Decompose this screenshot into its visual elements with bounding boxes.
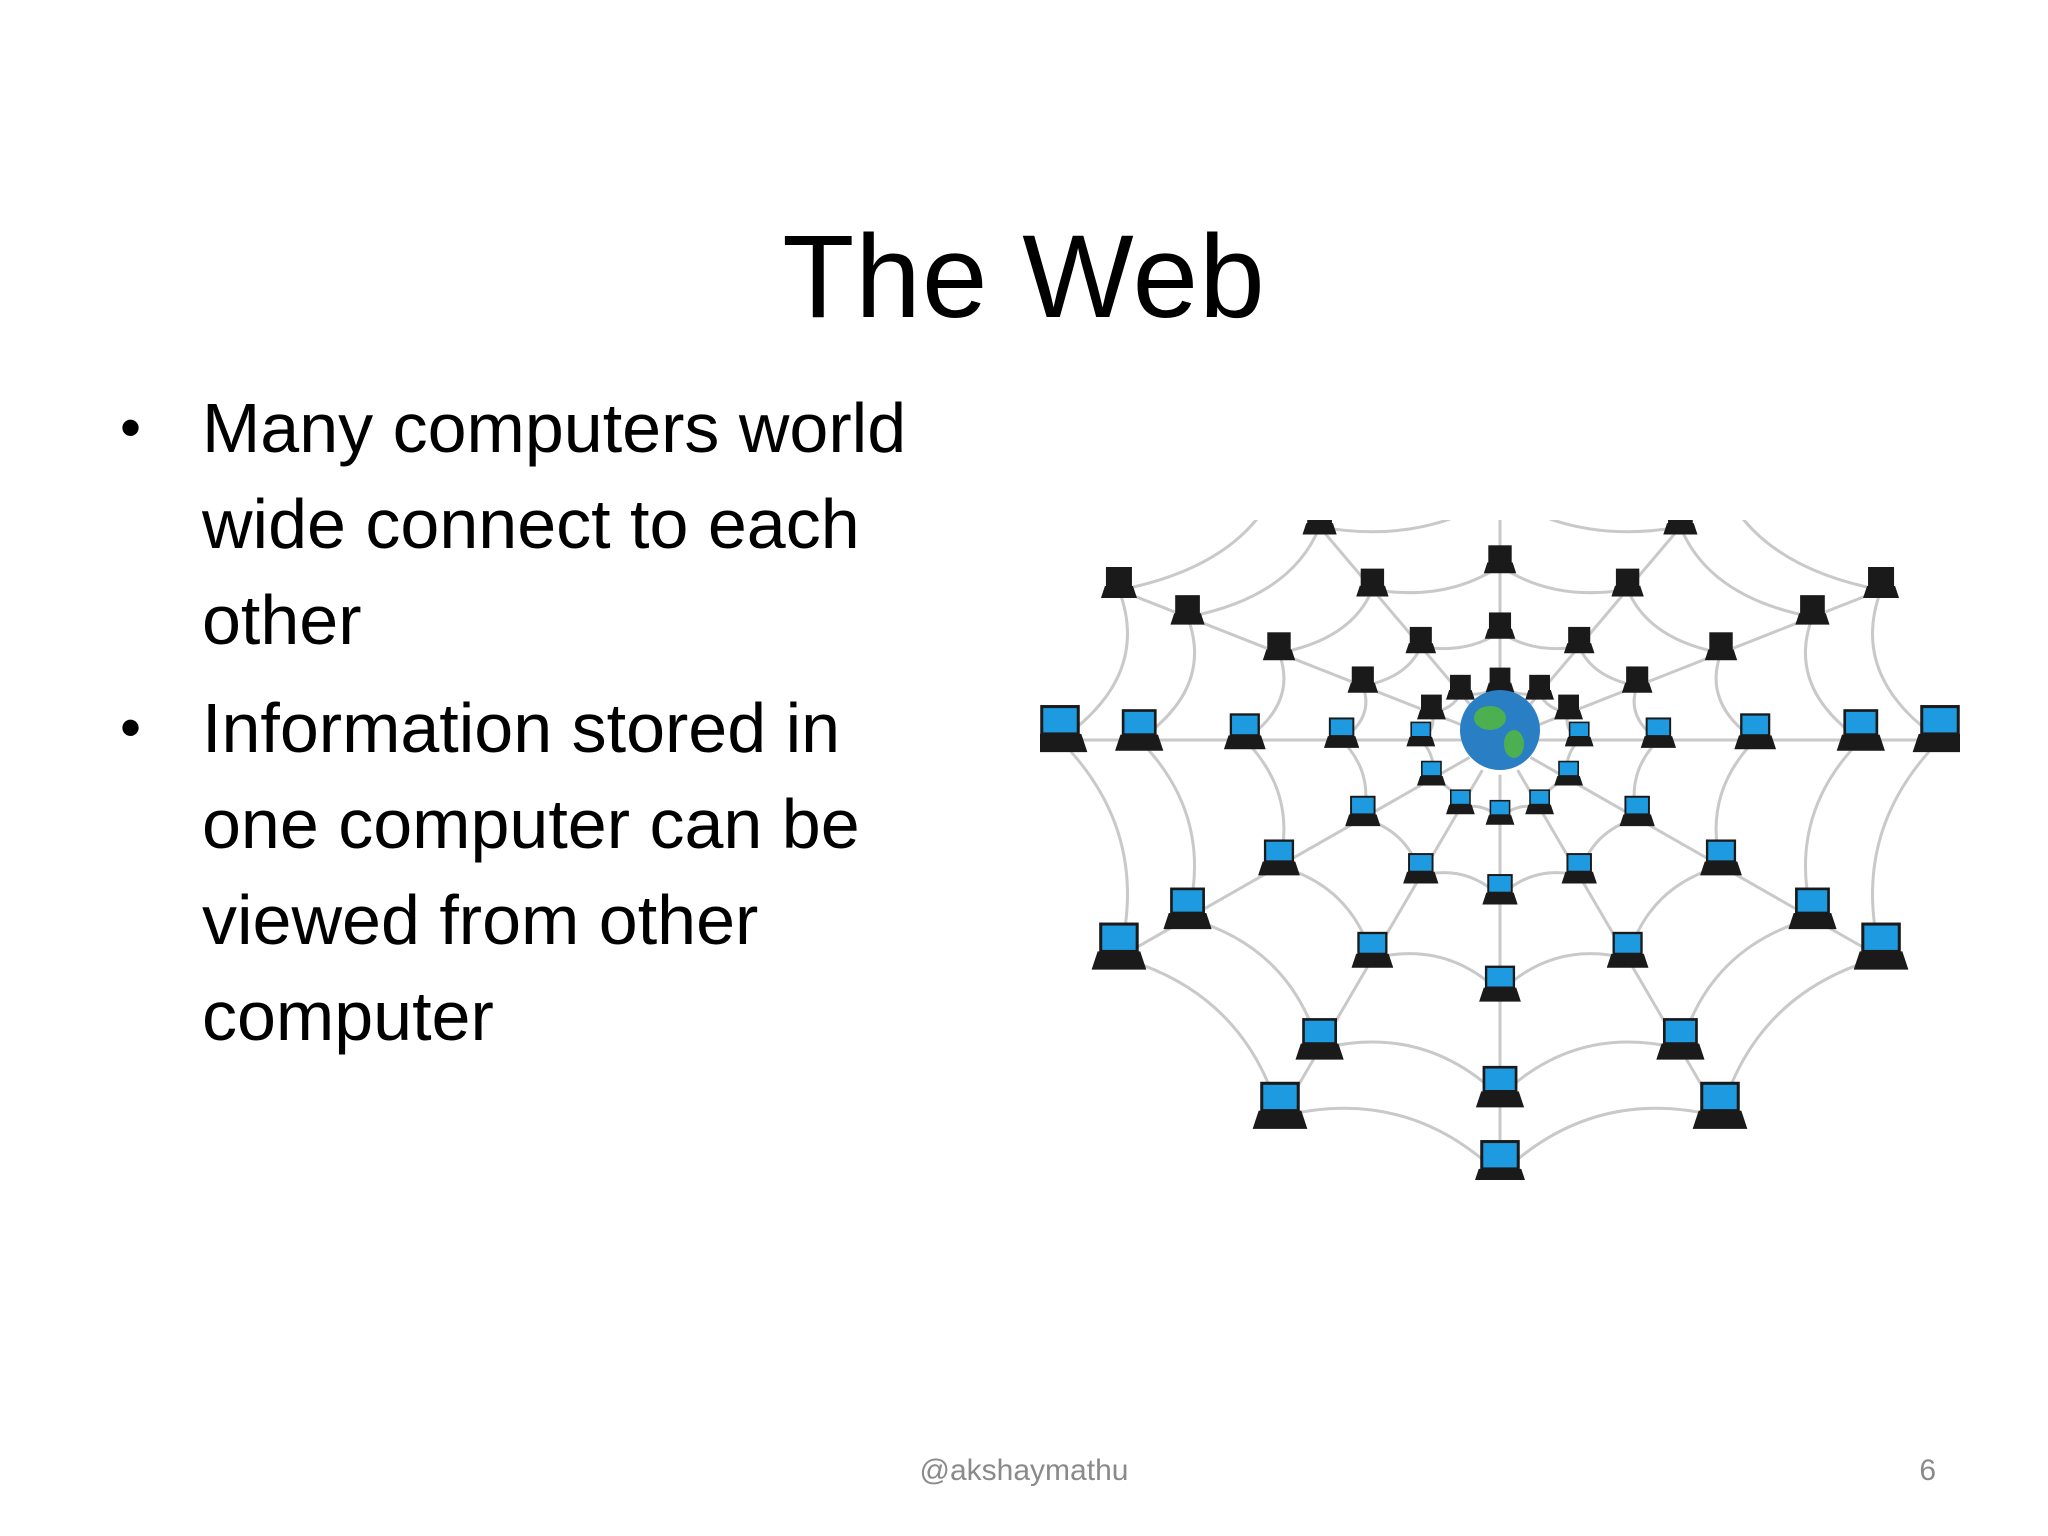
globe-icon [1460,690,1540,770]
laptop-icon [1621,666,1653,693]
network-web-icon [1040,520,1960,1180]
laptop-icon [1561,853,1597,884]
laptop-icon [1554,760,1583,786]
network-web-illustration [1040,520,1960,1180]
laptop-icon [1475,1140,1525,1180]
footer-handle: @akshaymathu [919,1454,1129,1487]
laptop-icon [1091,922,1147,970]
laptop-icon [1262,632,1296,661]
laptop-icon [1163,887,1212,930]
laptop-icon [1446,789,1475,815]
laptop-icon [1912,705,1960,753]
laptop-icon [1563,626,1595,654]
laptop-icon [1223,713,1266,750]
laptop-icon [1040,705,1088,753]
laptop-icon [1619,795,1655,827]
bullet-text: Many computers world wide connect to eac… [202,389,907,659]
laptop-icon [1323,717,1360,748]
laptop-icon [1406,721,1436,747]
laptop-icon [1611,568,1644,597]
bullet-text: Information stored in one computer can b… [202,689,860,1055]
laptop-icon [1483,545,1517,574]
laptop-icon [1356,568,1389,597]
bullet-list: • Many computers world wide connect to e… [120,380,1020,1076]
laptop-icon [1485,667,1515,693]
laptop-icon [1482,874,1518,905]
laptop-icon [1405,626,1437,654]
slide-title: The Web [782,211,1266,344]
laptop-icon [1417,694,1446,720]
bullet-item: • Information stored in one computer can… [120,680,1102,1064]
laptop-icon [1692,1081,1748,1129]
laptop-icon [1734,713,1777,750]
laptop-icon [1704,632,1738,661]
laptop-icon [1525,674,1554,700]
laptop-icon [1656,1018,1705,1060]
laptop-icon [1606,931,1649,968]
laptop-icon [1479,965,1521,1002]
laptop-icon [1663,520,1698,535]
laptop-icon [1484,612,1516,639]
laptop-icon [1100,567,1137,598]
bullet-item: • Many computers world wide connect to e… [120,380,1102,668]
laptop-icon [1554,694,1583,720]
laptop-icon [1525,789,1554,815]
laptop-icon [1347,666,1379,693]
laptop-icon [1252,1081,1308,1129]
bullet-icon: • [120,694,142,761]
slide-number: 6 [1919,1454,1936,1487]
laptop-icon [1417,760,1446,786]
laptop-icon [1564,721,1594,747]
laptop-icon [1295,1018,1344,1060]
laptop-icon [1700,839,1742,876]
laptop-icon [1302,520,1337,535]
laptop-icon [1475,1065,1525,1108]
bullet-icon: • [120,394,142,461]
laptop-icon [1485,799,1515,825]
laptop-icon [1258,839,1300,876]
laptop-icon [1170,595,1205,625]
laptop-icon [1115,709,1164,751]
laptop-icon [1345,795,1381,827]
laptop-icon [1446,674,1475,700]
laptop-icon [1863,567,1900,598]
laptop-icon [1853,922,1909,970]
laptop-icon [1351,931,1394,968]
laptop-icon [1795,595,1830,625]
laptop-icon [1836,709,1885,751]
laptop-icon [1788,887,1837,930]
laptop-icon [1403,853,1439,884]
laptop-icon [1640,717,1677,748]
